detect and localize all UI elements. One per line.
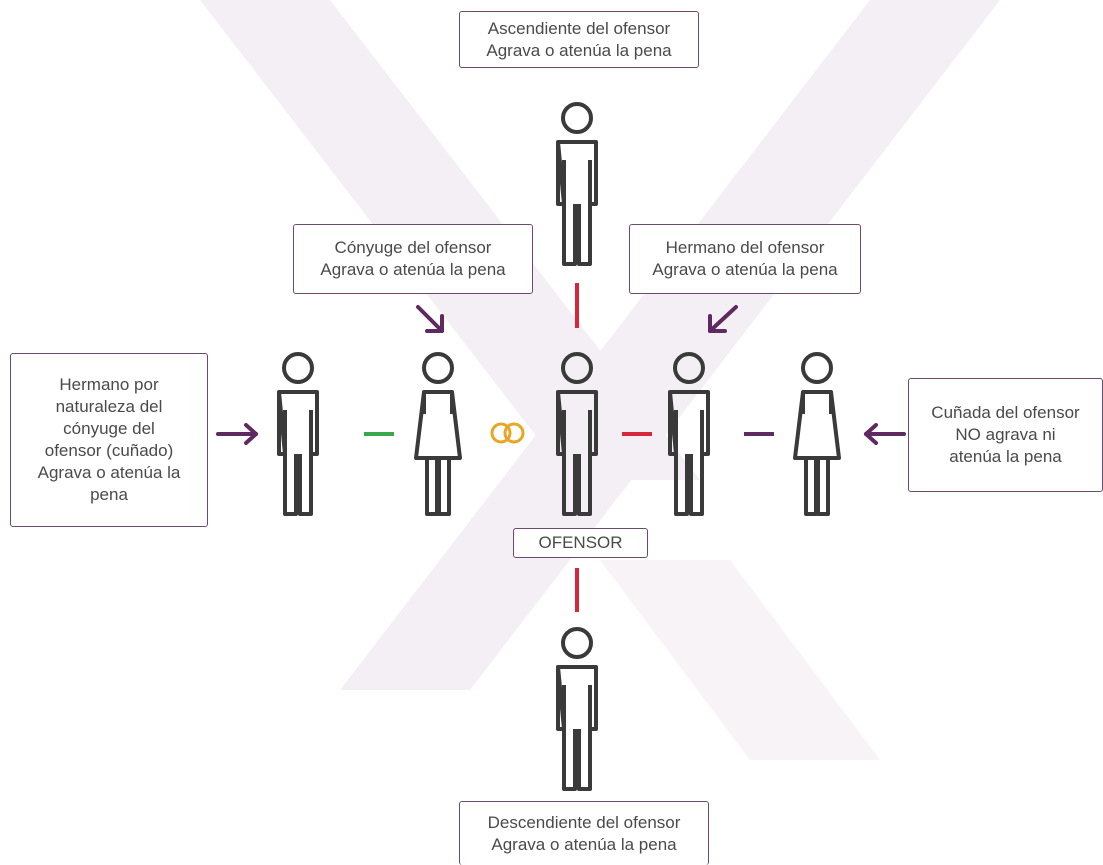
box-cunado-line4: ofensor (cuñado) xyxy=(44,441,174,460)
figure-hermano xyxy=(668,352,710,516)
box-descendiente: Descendiente del ofensor Agrava o atenúa… xyxy=(459,801,709,865)
box-cunado-line2: naturaleza del xyxy=(55,397,163,416)
box-hermano-line2: Agrava o atenúa la pena xyxy=(652,260,838,279)
box-conyuge-line1: Cónyuge del ofensor xyxy=(334,238,492,257)
box-cunado-line3: cónyuge del xyxy=(63,419,155,438)
figure-ofensor xyxy=(556,352,598,516)
wedding-rings-icon xyxy=(490,422,525,444)
box-hermano: Hermano del ofensor Agrava o atenúa la p… xyxy=(629,224,861,294)
box-cunado-line6: pena xyxy=(90,485,128,504)
figure-ascendiente xyxy=(556,102,598,266)
figure-conyuge xyxy=(414,352,462,516)
figure-cunada xyxy=(793,352,841,516)
box-cunada-line3: atenúa la pena xyxy=(949,447,1062,466)
box-descendiente-line1: Descendiente del ofensor xyxy=(487,812,681,832)
box-ascendiente-line1: Ascendiente del ofensor xyxy=(487,18,671,38)
box-descendiente-line2: Agrava o atenúa la pena xyxy=(491,834,677,854)
box-cunada: Cuñada del ofensor NO agrava ni atenúa l… xyxy=(908,378,1103,492)
arrow-cunado-icon xyxy=(216,423,258,445)
box-ofensor-label: OFENSOR xyxy=(538,533,623,552)
box-cunado-line5: Agrava o atenúa la xyxy=(37,463,181,482)
box-conyuge: Cónyuge del ofensor Agrava o atenúa la p… xyxy=(293,224,533,294)
box-cunada-line2: NO agrava ni xyxy=(955,425,1056,444)
box-ofensor: OFENSOR xyxy=(513,528,648,558)
box-cunada-line1: Cuñada del ofensor xyxy=(931,403,1080,422)
box-ascendiente: Ascendiente del ofensor Agrava o atenúa … xyxy=(459,11,699,68)
figure-descendiente xyxy=(556,627,598,791)
box-cunado: Hermano por naturaleza del cónyuge del o… xyxy=(10,353,208,527)
arrow-cunada-icon xyxy=(864,423,906,445)
box-conyuge-line2: Agrava o atenúa la pena xyxy=(320,260,506,279)
box-cunado-line1: Hermano por xyxy=(59,375,159,394)
arrow-hermano-icon xyxy=(708,305,738,333)
arrow-conyuge-icon xyxy=(416,305,444,333)
figure-cunado xyxy=(277,352,319,516)
box-ascendiente-line2: Agrava o atenúa la pena xyxy=(486,40,672,60)
box-hermano-line1: Hermano del ofensor xyxy=(665,238,825,257)
